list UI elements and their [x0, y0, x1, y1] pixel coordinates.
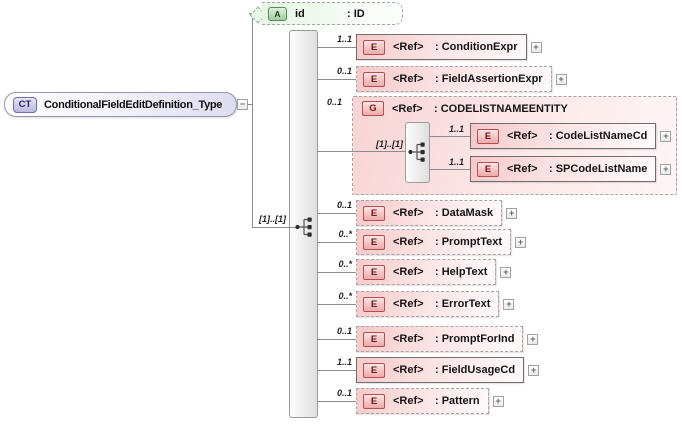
connector-line — [252, 13, 253, 227]
element-type-name: : HelpText — [435, 266, 488, 278]
element-badge: E — [363, 71, 385, 87]
connector-line — [430, 136, 470, 137]
connector-line — [318, 213, 356, 214]
connector-line — [318, 339, 356, 340]
attribute-name: id — [295, 7, 305, 20]
element-badge: E — [363, 39, 385, 55]
element-node-prompttext[interactable]: E <Ref> : PromptText + — [356, 229, 527, 255]
element-type-name: : FieldAssertionExpr — [435, 73, 543, 85]
element-ref-label: <Ref> — [393, 395, 424, 407]
element-node-helptext[interactable]: E <Ref> : HelpText + — [356, 259, 512, 285]
expand-toggle-icon[interactable]: + — [527, 333, 539, 345]
element-badge: E — [363, 264, 385, 280]
element-badge: E — [477, 161, 499, 177]
element-badge: E — [363, 331, 385, 347]
element-badge: E — [477, 128, 499, 144]
element-ref-label: <Ref> — [393, 236, 424, 248]
element-badge: E — [363, 296, 385, 312]
attribute-badge: A — [268, 6, 287, 21]
element-type-name: : FieldUsageCd — [435, 364, 516, 376]
element-ref-label: <Ref> — [393, 364, 424, 376]
group-ref-label: <Ref> — [392, 102, 423, 115]
cardinality-label: 0..1 — [336, 200, 352, 210]
connector-line — [318, 272, 356, 273]
element-node-fieldassertionexpr[interactable]: E <Ref> : FieldAssertionExpr + — [356, 66, 567, 92]
connector-line — [318, 79, 356, 80]
expand-toggle-icon[interactable]: + — [492, 395, 504, 407]
element-badge: E — [363, 234, 385, 250]
expand-toggle-icon[interactable]: + — [530, 41, 542, 53]
cardinality-label: 1..1 — [448, 157, 464, 167]
expand-toggle-icon[interactable]: + — [506, 207, 518, 219]
sequence-icon[interactable] — [407, 141, 429, 163]
element-ref-label: <Ref> — [393, 207, 424, 219]
element-node-promptforind[interactable]: E <Ref> : PromptForInd + — [356, 326, 539, 352]
cardinality-label: 0..* — [338, 259, 352, 269]
element-ref-label: <Ref> — [393, 266, 424, 278]
element-node-conditionexpr[interactable]: E <Ref> : ConditionExpr + — [356, 34, 542, 60]
connector-line — [318, 401, 356, 402]
cardinality-label: 0..1 — [336, 326, 352, 336]
cardinality-label: 0..* — [338, 229, 352, 239]
element-type-name: : CodeListNameCd — [549, 130, 648, 142]
element-node-datamask[interactable]: E <Ref> : DataMask + — [356, 200, 518, 226]
connector-line — [318, 304, 356, 305]
complextype-name: ConditionalFieldEditDefinition_Type — [44, 98, 223, 111]
element-ref-label: <Ref> — [507, 163, 538, 175]
connector-line — [248, 104, 253, 105]
expand-toggle-icon[interactable]: + — [515, 236, 527, 248]
cardinality-label: 1..1 — [336, 34, 352, 44]
element-node-codelistnamecd[interactable]: E <Ref> : CodeListNameCd + — [470, 123, 672, 149]
element-ref-label: <Ref> — [393, 41, 424, 53]
element-badge: E — [363, 362, 385, 378]
complextype-badge: CT — [13, 96, 37, 113]
connector-line — [430, 169, 470, 170]
element-node-spcodelistname[interactable]: E <Ref> : SPCodeListName + — [470, 156, 672, 182]
expand-toggle-icon[interactable]: + — [503, 298, 515, 310]
expand-toggle-icon[interactable]: + — [528, 364, 540, 376]
expand-toggle-icon[interactable]: + — [660, 130, 672, 142]
collapse-toggle-icon[interactable]: − — [237, 99, 248, 110]
connector-line — [318, 47, 356, 48]
element-ref-label: <Ref> — [393, 73, 424, 85]
connector-line — [318, 370, 356, 371]
occurrence-label: [1]..[1] — [376, 139, 403, 149]
element-node-pattern[interactable]: E <Ref> : Pattern + — [356, 388, 504, 414]
expand-toggle-icon[interactable]: + — [660, 163, 672, 175]
element-node-errortext[interactable]: E <Ref> : ErrorText + — [356, 291, 515, 317]
cardinality-label: 1..1 — [336, 357, 352, 367]
connector-line — [318, 151, 405, 152]
element-type-name: : PromptForInd — [435, 333, 515, 345]
group-badge: G — [362, 101, 384, 116]
attribute-type: : ID — [347, 7, 365, 20]
element-type-name: : DataMask — [435, 207, 494, 219]
element-type-name: : ErrorText — [435, 298, 491, 310]
element-type-name: : Pattern — [435, 395, 480, 407]
element-badge: E — [363, 205, 385, 221]
connector-line — [318, 242, 356, 243]
attribute-node-id[interactable]: A id : ID — [262, 2, 403, 25]
connector-line — [252, 227, 297, 228]
element-type-name: : SPCodeListName — [549, 163, 648, 175]
group-type-name: : CODELISTNAMEENTITY — [434, 102, 568, 115]
element-type-name: : PromptText — [435, 236, 503, 248]
element-ref-label: <Ref> — [393, 298, 424, 310]
expand-toggle-icon[interactable]: + — [500, 266, 512, 278]
cardinality-label: 0..* — [338, 291, 352, 301]
expand-toggle-icon[interactable]: + — [555, 73, 567, 85]
element-ref-label: <Ref> — [507, 130, 538, 142]
group-header: G <Ref> : CODELISTNAMEENTITY — [362, 101, 568, 116]
sequence-icon[interactable] — [294, 216, 316, 238]
element-node-fieldusagecd[interactable]: E <Ref> : FieldUsageCd + — [356, 357, 540, 383]
cardinality-label: 0..1 — [336, 66, 352, 76]
complextype-node[interactable]: CT ConditionalFieldEditDefinition_Type — [4, 92, 237, 117]
element-type-name: : ConditionExpr — [435, 41, 518, 53]
element-badge: E — [363, 393, 385, 409]
cardinality-label: 1..1 — [448, 124, 464, 134]
occurrence-label: [1]..[1] — [259, 214, 286, 224]
cardinality-label: 0..1 — [336, 388, 352, 398]
element-ref-label: <Ref> — [393, 333, 424, 345]
cardinality-label: 0..1 — [326, 97, 342, 107]
